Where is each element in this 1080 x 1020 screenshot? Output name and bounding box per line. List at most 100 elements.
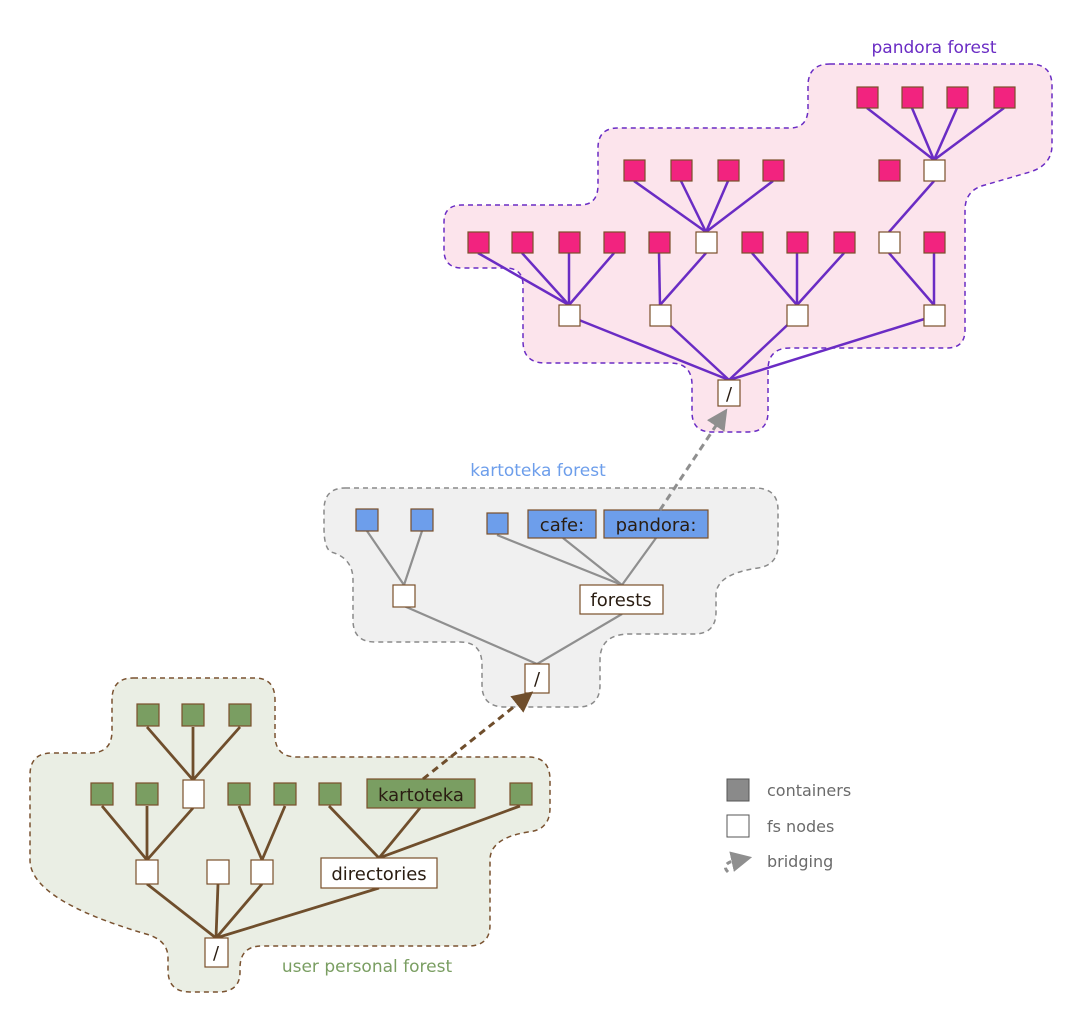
container-node[interactable]	[993, 86, 1016, 109]
edge	[705, 180, 774, 233]
edge	[910, 107, 936, 161]
kartoteka-fs-nodes	[392, 584, 664, 694]
edge	[215, 886, 380, 940]
container-node[interactable]	[670, 159, 693, 182]
container-node[interactable]	[228, 703, 252, 727]
kartoteka-containers	[355, 508, 709, 539]
kartoteka-forest-region	[323, 487, 779, 708]
legend-container-swatch	[726, 778, 750, 802]
container-node[interactable]	[648, 231, 671, 254]
legend-bridging-label: bridging	[767, 852, 833, 871]
edge	[888, 180, 935, 233]
fs-node[interactable]	[206, 859, 230, 885]
edge	[403, 604, 538, 666]
fs-node[interactable]	[558, 304, 581, 327]
legend: containers fs nodes bridging	[723, 778, 851, 874]
container-node[interactable]	[603, 231, 626, 254]
edge	[659, 315, 730, 381]
user-edges	[100, 726, 521, 940]
user-forest: kartoteka directories / user personal fo…	[29, 677, 551, 993]
container-node[interactable]	[923, 231, 946, 254]
fs-node[interactable]	[923, 304, 946, 327]
container-node[interactable]	[355, 508, 379, 532]
edge	[214, 883, 220, 939]
edge	[621, 537, 657, 586]
pandora-root-node[interactable]	[717, 379, 741, 407]
container-node[interactable]	[486, 512, 509, 535]
legend-bridging-icon	[723, 851, 753, 874]
container-node[interactable]	[878, 159, 901, 182]
edge	[933, 106, 1005, 162]
container-node[interactable]	[833, 231, 856, 254]
edge	[145, 726, 195, 781]
cafe-mount-label: cafe:	[540, 515, 584, 536]
container-node[interactable]	[509, 782, 533, 806]
edge	[146, 882, 217, 940]
container-node[interactable]	[856, 86, 879, 109]
forests-dir-node[interactable]	[579, 584, 664, 615]
container-node[interactable]	[135, 782, 159, 806]
cafe-mount-node[interactable]	[527, 509, 597, 539]
kartoteka-mount-node[interactable]	[366, 778, 476, 809]
fs-node[interactable]	[695, 231, 718, 254]
fs-node[interactable]	[923, 159, 946, 182]
container-node[interactable]	[90, 782, 114, 806]
edge	[932, 107, 959, 161]
edge	[402, 530, 424, 586]
container-node[interactable]	[786, 231, 809, 254]
pandora-mount-node[interactable]	[603, 509, 709, 539]
container-node[interactable]	[623, 159, 646, 182]
container-node[interactable]	[467, 231, 490, 254]
edge	[659, 252, 707, 306]
container-node[interactable]	[717, 159, 740, 182]
kartoteka-mount-label: kartoteka	[378, 785, 464, 806]
container-node[interactable]	[946, 86, 969, 109]
kartoteka-root-node[interactable]	[524, 663, 550, 694]
pandora-mount-label: pandora:	[616, 515, 697, 536]
edge	[568, 314, 730, 382]
container-node[interactable]	[410, 508, 434, 532]
container-node[interactable]	[762, 159, 785, 182]
user-root-label: /	[213, 943, 220, 964]
container-node[interactable]	[227, 782, 251, 806]
fs-node[interactable]	[182, 779, 205, 809]
legend-containers-label: containers	[767, 781, 851, 800]
container-node[interactable]	[901, 86, 924, 109]
container-node[interactable]	[181, 703, 205, 727]
container-node[interactable]	[273, 782, 297, 806]
edge	[237, 805, 264, 861]
legend-fs-node-swatch	[726, 814, 750, 838]
pandora-fs-nodes	[558, 159, 946, 407]
edge	[751, 252, 798, 306]
fs-node[interactable]	[135, 859, 159, 885]
container-node[interactable]	[741, 231, 764, 254]
fs-node[interactable]	[649, 304, 672, 327]
legend-fs-nodes-label: fs nodes	[767, 817, 834, 836]
edge	[214, 883, 264, 939]
pandora-forest: / pandora forest	[443, 38, 1053, 433]
fs-node[interactable]	[878, 231, 901, 254]
edge	[260, 805, 287, 861]
kartoteka-edges	[366, 530, 657, 666]
kartoteka-forest-title: kartoteka forest	[470, 461, 606, 481]
edge	[327, 805, 381, 859]
edge	[378, 804, 521, 860]
directories-dir-label: directories	[331, 864, 426, 885]
edge	[377, 807, 422, 859]
edge	[796, 252, 845, 306]
directories-dir-node[interactable]	[320, 857, 438, 889]
edge	[866, 107, 935, 161]
edge	[366, 530, 405, 586]
user-root-node[interactable]	[204, 937, 229, 968]
container-node[interactable]	[136, 703, 160, 727]
container-node[interactable]	[511, 231, 534, 254]
fs-node[interactable]	[392, 584, 416, 608]
container-node[interactable]	[558, 231, 581, 254]
bridge-kartoteka-to-pandora	[658, 408, 728, 511]
container-node[interactable]	[318, 782, 342, 806]
fs-node[interactable]	[250, 859, 274, 885]
edge	[562, 537, 623, 586]
user-forest-title: user personal forest	[282, 957, 453, 977]
fs-node[interactable]	[786, 304, 809, 327]
